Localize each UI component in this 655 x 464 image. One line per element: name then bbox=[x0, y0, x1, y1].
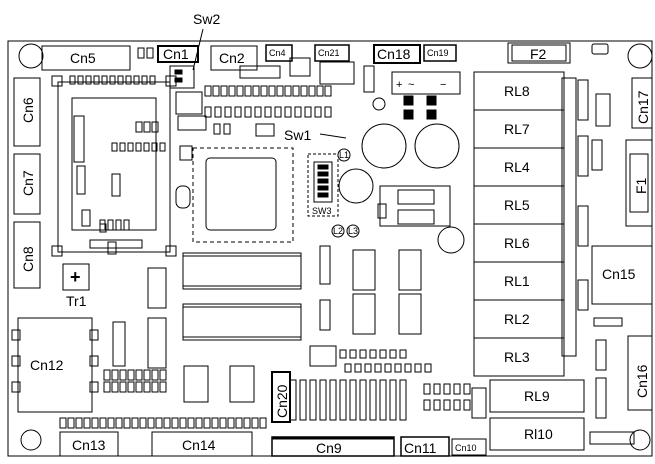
relay-label-2: RL7 bbox=[504, 121, 530, 137]
connector-cn16: Cn16 bbox=[627, 335, 653, 411]
connector-cn7: Cn7 bbox=[13, 153, 41, 215]
cn19-label: Cn19 bbox=[427, 48, 449, 58]
resistor-array-top bbox=[175, 57, 355, 115]
cn4-label: Cn4 bbox=[269, 48, 286, 58]
cn16-label: Cn16 bbox=[634, 364, 650, 398]
capacitor-c4 bbox=[437, 226, 465, 254]
svg-text:L2: L2 bbox=[333, 226, 343, 236]
capacitor-c3 bbox=[338, 168, 374, 204]
relay-label-3: RL4 bbox=[504, 159, 530, 175]
ic-block-1 bbox=[182, 252, 302, 290]
cn17-label: Cn17 bbox=[635, 90, 651, 124]
transformer-tr1: + bbox=[62, 263, 90, 291]
pin-row-top bbox=[69, 75, 156, 85]
mounting-hole-bottom-right bbox=[629, 429, 651, 451]
capacitor-c1 bbox=[361, 123, 407, 169]
cn1-label: Cn1 bbox=[163, 46, 189, 62]
cn5-label: Cn5 bbox=[70, 50, 96, 66]
sw1-label: Sw1 bbox=[284, 127, 311, 143]
relay-label-1: RL8 bbox=[504, 83, 530, 99]
cn12-label: Cn12 bbox=[30, 357, 64, 373]
svg-text:L1: L1 bbox=[339, 150, 349, 160]
cn15-label: Cn15 bbox=[602, 266, 636, 282]
relay-bank: RL8 RL7 RL4 RL5 RL6 RL1 RL2 RL3 bbox=[473, 71, 565, 377]
connector-cn9: Cn9 bbox=[271, 436, 395, 457]
connector-cn15: Cn15 bbox=[591, 245, 653, 305]
connector-cn4: Cn4 bbox=[265, 44, 293, 62]
voltage-regulator bbox=[377, 185, 451, 227]
relay-label-8: RL3 bbox=[504, 349, 530, 365]
inductor-l2 bbox=[331, 224, 345, 238]
connector-cn19: Cn19 bbox=[423, 44, 457, 62]
sw2-label: Sw2 bbox=[193, 11, 220, 27]
connector-cn13: Cn13 bbox=[59, 431, 119, 457]
bridge-rectifier: + ~ − bbox=[363, 65, 461, 120]
led-array bbox=[339, 349, 432, 373]
cn14-label: Cn14 bbox=[182, 437, 216, 453]
capacitor-c2 bbox=[414, 123, 460, 169]
relay-label-6: RL1 bbox=[504, 273, 530, 289]
svg-text:+: + bbox=[70, 267, 81, 287]
tr1-label: Tr1 bbox=[66, 293, 87, 309]
f1-label: F1 bbox=[633, 177, 649, 194]
capacitors-socket bbox=[73, 115, 130, 231]
svg-text:~: ~ bbox=[408, 79, 414, 91]
connector-cn20: Cn20 bbox=[271, 371, 291, 423]
relay-label-9: RL9 bbox=[524, 388, 550, 404]
cn21-label: Cn21 bbox=[318, 48, 340, 58]
connector-cn12: Cn12 bbox=[11, 317, 99, 413]
svg-text:L3: L3 bbox=[348, 226, 358, 236]
relay-label-5: RL6 bbox=[504, 235, 530, 251]
cn20-label: Cn20 bbox=[274, 384, 290, 418]
pin-row-mid bbox=[111, 142, 166, 152]
relay-drivers bbox=[99, 223, 422, 369]
fuse-f1: F1 bbox=[625, 139, 653, 227]
connector-cn11: Cn11 bbox=[400, 436, 450, 457]
connector-cn5: Cn5 bbox=[41, 45, 154, 71]
mounting-hole-bottom-left bbox=[20, 429, 42, 451]
microcontroller-socket bbox=[51, 75, 177, 257]
connector-cn1: Cn1 bbox=[157, 45, 199, 63]
relay-bank-lower: RL9 Rl10 bbox=[489, 379, 585, 451]
cn13-label: Cn13 bbox=[72, 437, 106, 453]
relay-label-10: Rl10 bbox=[524, 426, 553, 442]
resistor-row-bottom bbox=[59, 379, 487, 429]
connector-cn14: Cn14 bbox=[151, 431, 253, 457]
dip-switch-sw3: SW3 bbox=[307, 153, 339, 217]
shielded-module bbox=[175, 145, 294, 243]
connector-cn10: Cn10 bbox=[451, 438, 487, 456]
ic-block-2 bbox=[182, 303, 302, 341]
f2-label: F2 bbox=[530, 46, 547, 62]
connector-cn6: Cn6 bbox=[13, 77, 41, 147]
right-components bbox=[561, 77, 635, 445]
mounting-hole-top-left bbox=[18, 43, 44, 69]
connector-cn17: Cn17 bbox=[631, 77, 653, 129]
cn18-label: Cn18 bbox=[377, 46, 411, 62]
inductor-l3 bbox=[346, 224, 360, 238]
cn2-label: Cn2 bbox=[219, 50, 245, 66]
fuse-f2: F2 bbox=[507, 42, 571, 64]
cn7-label: Cn7 bbox=[20, 170, 36, 196]
connector-cn21: Cn21 bbox=[314, 44, 350, 62]
cn9-label: Cn9 bbox=[316, 440, 342, 456]
sw3-label: SW3 bbox=[312, 206, 332, 216]
switch-sw2 bbox=[169, 65, 195, 89]
cn11-label: Cn11 bbox=[404, 440, 437, 456]
resistor-array-bottom-left bbox=[103, 365, 255, 403]
connector-cn2: Cn2 bbox=[210, 45, 258, 71]
relay-label-4: RL5 bbox=[504, 197, 530, 213]
connector-cn18: Cn18 bbox=[373, 44, 421, 64]
cn6-label: Cn6 bbox=[20, 97, 36, 123]
cn10-label: Cn10 bbox=[455, 443, 477, 453]
svg-text:−: − bbox=[440, 79, 446, 91]
relay-label-7: RL2 bbox=[504, 311, 530, 327]
connector-cn8: Cn8 bbox=[13, 221, 41, 289]
svg-text:+: + bbox=[396, 79, 402, 91]
inductor-l1 bbox=[337, 148, 351, 162]
cn8-label: Cn8 bbox=[20, 246, 36, 272]
resistor-array-mid bbox=[135, 106, 332, 137]
mounting-hole-top-right bbox=[627, 43, 653, 69]
